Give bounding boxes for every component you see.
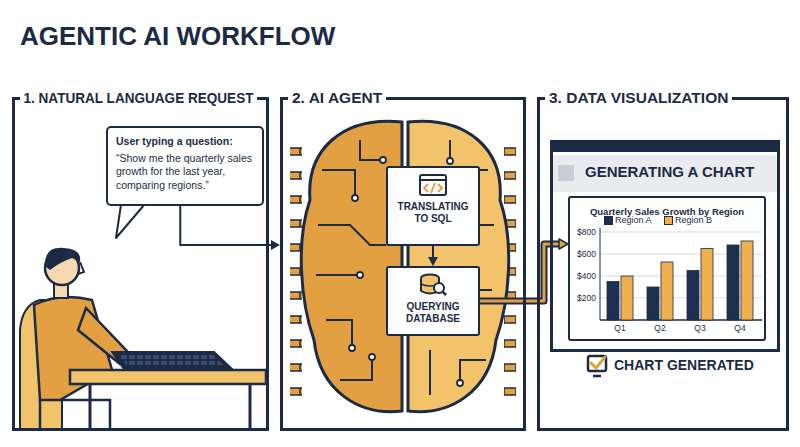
box-icon — [418, 273, 448, 297]
step-panel: 3. DATA VISUALIZATIONGENERATING A CHARTQ… — [537, 97, 789, 431]
process-label: TRANSLATING TO SQL — [392, 201, 474, 225]
connector — [428, 246, 438, 266]
axis-label: Q3 — [690, 323, 710, 333]
axis-label: Q2 — [650, 323, 670, 333]
panel-heading: 2. AI AGENT — [288, 89, 386, 107]
brain-chip — [290, 108, 516, 412]
diagram-title: AGENTIC AI WORKFLOW — [20, 21, 335, 51]
bubble-quote: “Show me the quarterly sales growth for … — [116, 152, 254, 193]
arrow-head — [559, 239, 568, 249]
arrow-head — [428, 257, 438, 266]
process-box: TRANSLATING TO SQL — [386, 166, 480, 246]
axis-label: Q1 — [610, 323, 630, 333]
connector — [180, 206, 280, 250]
axis-label: $600 — [570, 249, 596, 259]
bar-chart — [600, 228, 762, 320]
axis-label: Q4 — [730, 323, 750, 333]
step-panel: 2. AI AGENTTRANSLATING TO SQLQUERYING DA… — [280, 97, 526, 431]
process-label: QUERYING DATABASE — [392, 301, 474, 325]
panel-heading: 1. NATURAL LANGUAGE REQUEST — [20, 89, 257, 107]
connector-line — [480, 244, 561, 301]
axis-label: $800 — [570, 227, 596, 237]
bubble-heading: User typing a question: — [116, 135, 254, 149]
status-label: CHART GENERATED — [614, 357, 754, 374]
legend-swatch — [604, 216, 613, 225]
check-icon — [588, 356, 606, 376]
panel-heading: 3. DATA VISUALIZATION — [545, 89, 732, 107]
step-panel: 1. NATURAL LANGUAGE REQUESTUser typing a… — [12, 97, 269, 431]
browser-frame — [550, 140, 780, 352]
box-icon — [418, 173, 448, 197]
window-title: GENERATING A CHART — [585, 163, 754, 180]
process-box: QUERYING DATABASE — [386, 266, 480, 336]
legend-text: Region B — [675, 215, 712, 226]
connector-line — [480, 244, 561, 301]
browser-window: GENERATING A CHARTQuarterly Sales Growth… — [550, 140, 780, 352]
legend-text: Region A — [615, 215, 652, 226]
axis-label: $400 — [570, 271, 596, 281]
connector-line — [180, 206, 273, 245]
axis-label: $200 — [570, 293, 596, 303]
legend-swatch — [664, 216, 673, 225]
speech-bubble: User typing a question: “Show me the quar… — [106, 126, 264, 206]
arrow-head — [271, 240, 280, 250]
person-figure — [20, 248, 266, 430]
